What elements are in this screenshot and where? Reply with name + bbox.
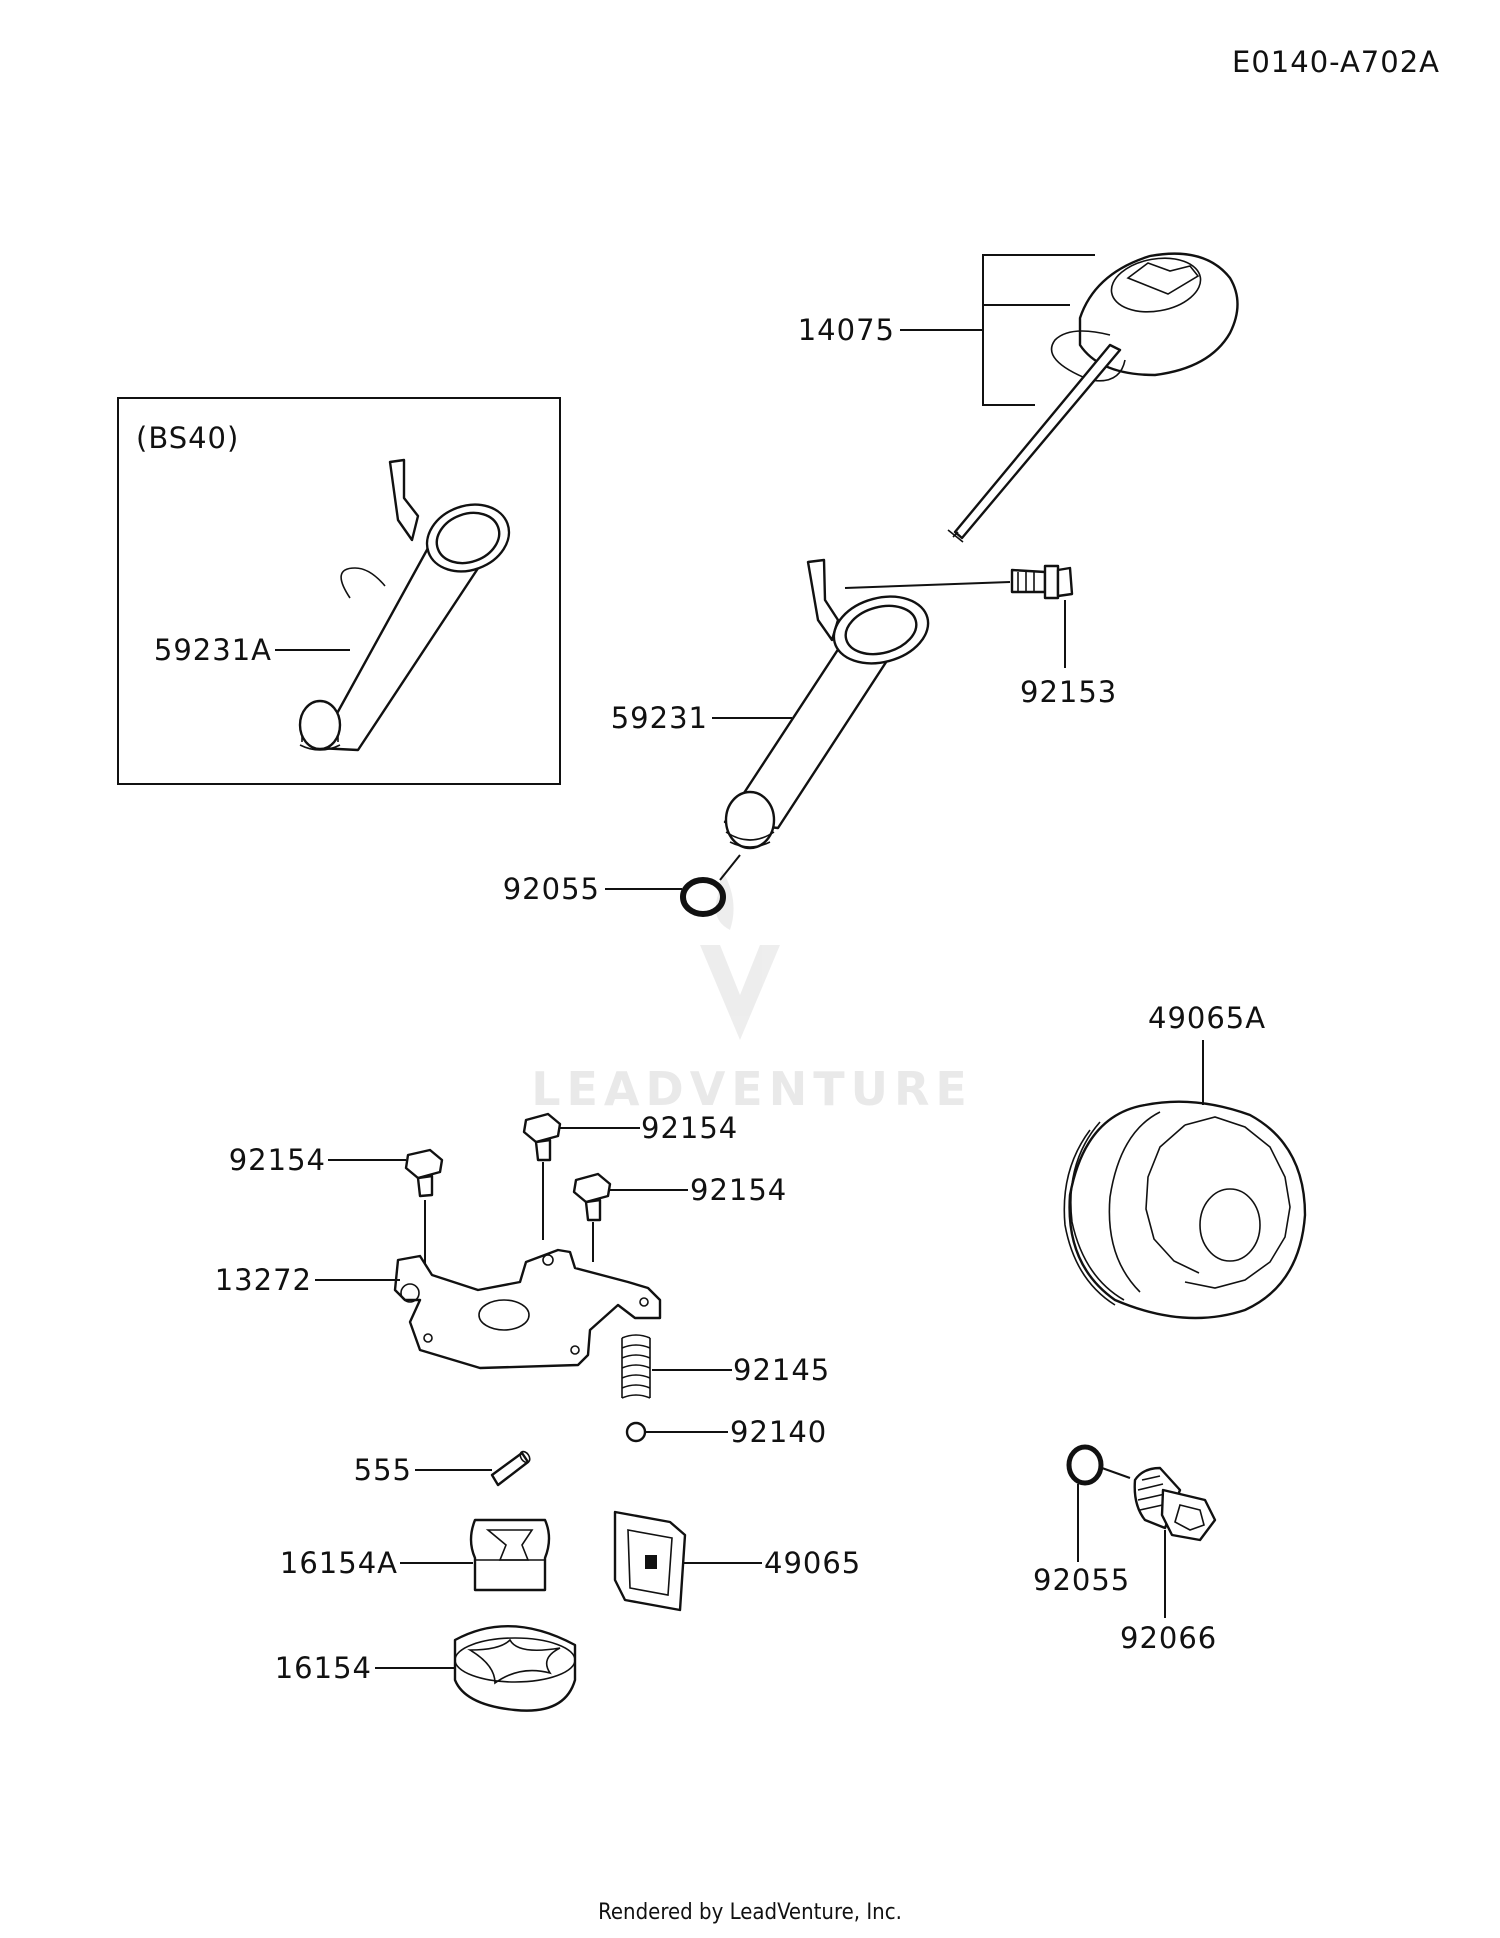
- oil-filler-tube-bs40: [298, 458, 511, 752]
- label-92140: 92140: [730, 1415, 827, 1449]
- label-92055-bottom: 92055: [1033, 1563, 1130, 1597]
- label-59231: 59231: [611, 701, 708, 735]
- label-555: 555: [354, 1453, 412, 1487]
- label-49065: 49065: [764, 1546, 861, 1580]
- o-ring-92055-top: [680, 877, 726, 917]
- dipstick-14075: [947, 252, 1239, 543]
- label-92066: 92066: [1120, 1621, 1217, 1655]
- label-13272: 13272: [215, 1263, 312, 1297]
- oil-filter-49065A: [1063, 1100, 1307, 1320]
- label-49065A: 49065A: [1148, 1001, 1266, 1035]
- pin-555: [490, 1450, 531, 1487]
- ball-92140: [625, 1421, 647, 1443]
- watermark-logo: [700, 870, 780, 1040]
- label-92154-a: 92154: [229, 1143, 326, 1177]
- watermark-text: LEADVENTURE: [531, 1062, 973, 1116]
- bolt-92153: [1010, 564, 1074, 600]
- label-59231A: 59231A: [154, 633, 272, 667]
- bolt-92154-b: [522, 1112, 562, 1162]
- inner-rotor-16154A: [469, 1518, 551, 1592]
- label-92154-b: 92154: [641, 1111, 738, 1145]
- label-92145: 92145: [733, 1353, 830, 1387]
- diagram-code: E0140-A702A: [1232, 45, 1440, 79]
- label-16154A: 16154A: [280, 1546, 398, 1580]
- relief-valve-plate-13272: [393, 1248, 662, 1370]
- inset-title: (BS40): [136, 421, 239, 455]
- spring-92145: [621, 1334, 651, 1399]
- oil-screen-49065: [613, 1510, 687, 1612]
- label-16154: 16154: [275, 1651, 372, 1685]
- label-92055-top: 92055: [503, 872, 600, 906]
- inset-box: [117, 397, 561, 785]
- label-92154-c: 92154: [690, 1173, 787, 1207]
- label-14075: 14075: [798, 313, 895, 347]
- o-ring-92055-bottom: [1066, 1444, 1104, 1486]
- drain-plug-92066: [1133, 1466, 1217, 1542]
- label-92153: 92153: [1020, 675, 1117, 709]
- bolt-92154-a: [404, 1148, 444, 1198]
- bolt-92154-c: [572, 1172, 612, 1222]
- outer-rotor-16154: [453, 1625, 577, 1712]
- render-credit: Rendered by LeadVenture, Inc.: [598, 1900, 902, 1925]
- oil-filler-tube-59231: [723, 558, 930, 850]
